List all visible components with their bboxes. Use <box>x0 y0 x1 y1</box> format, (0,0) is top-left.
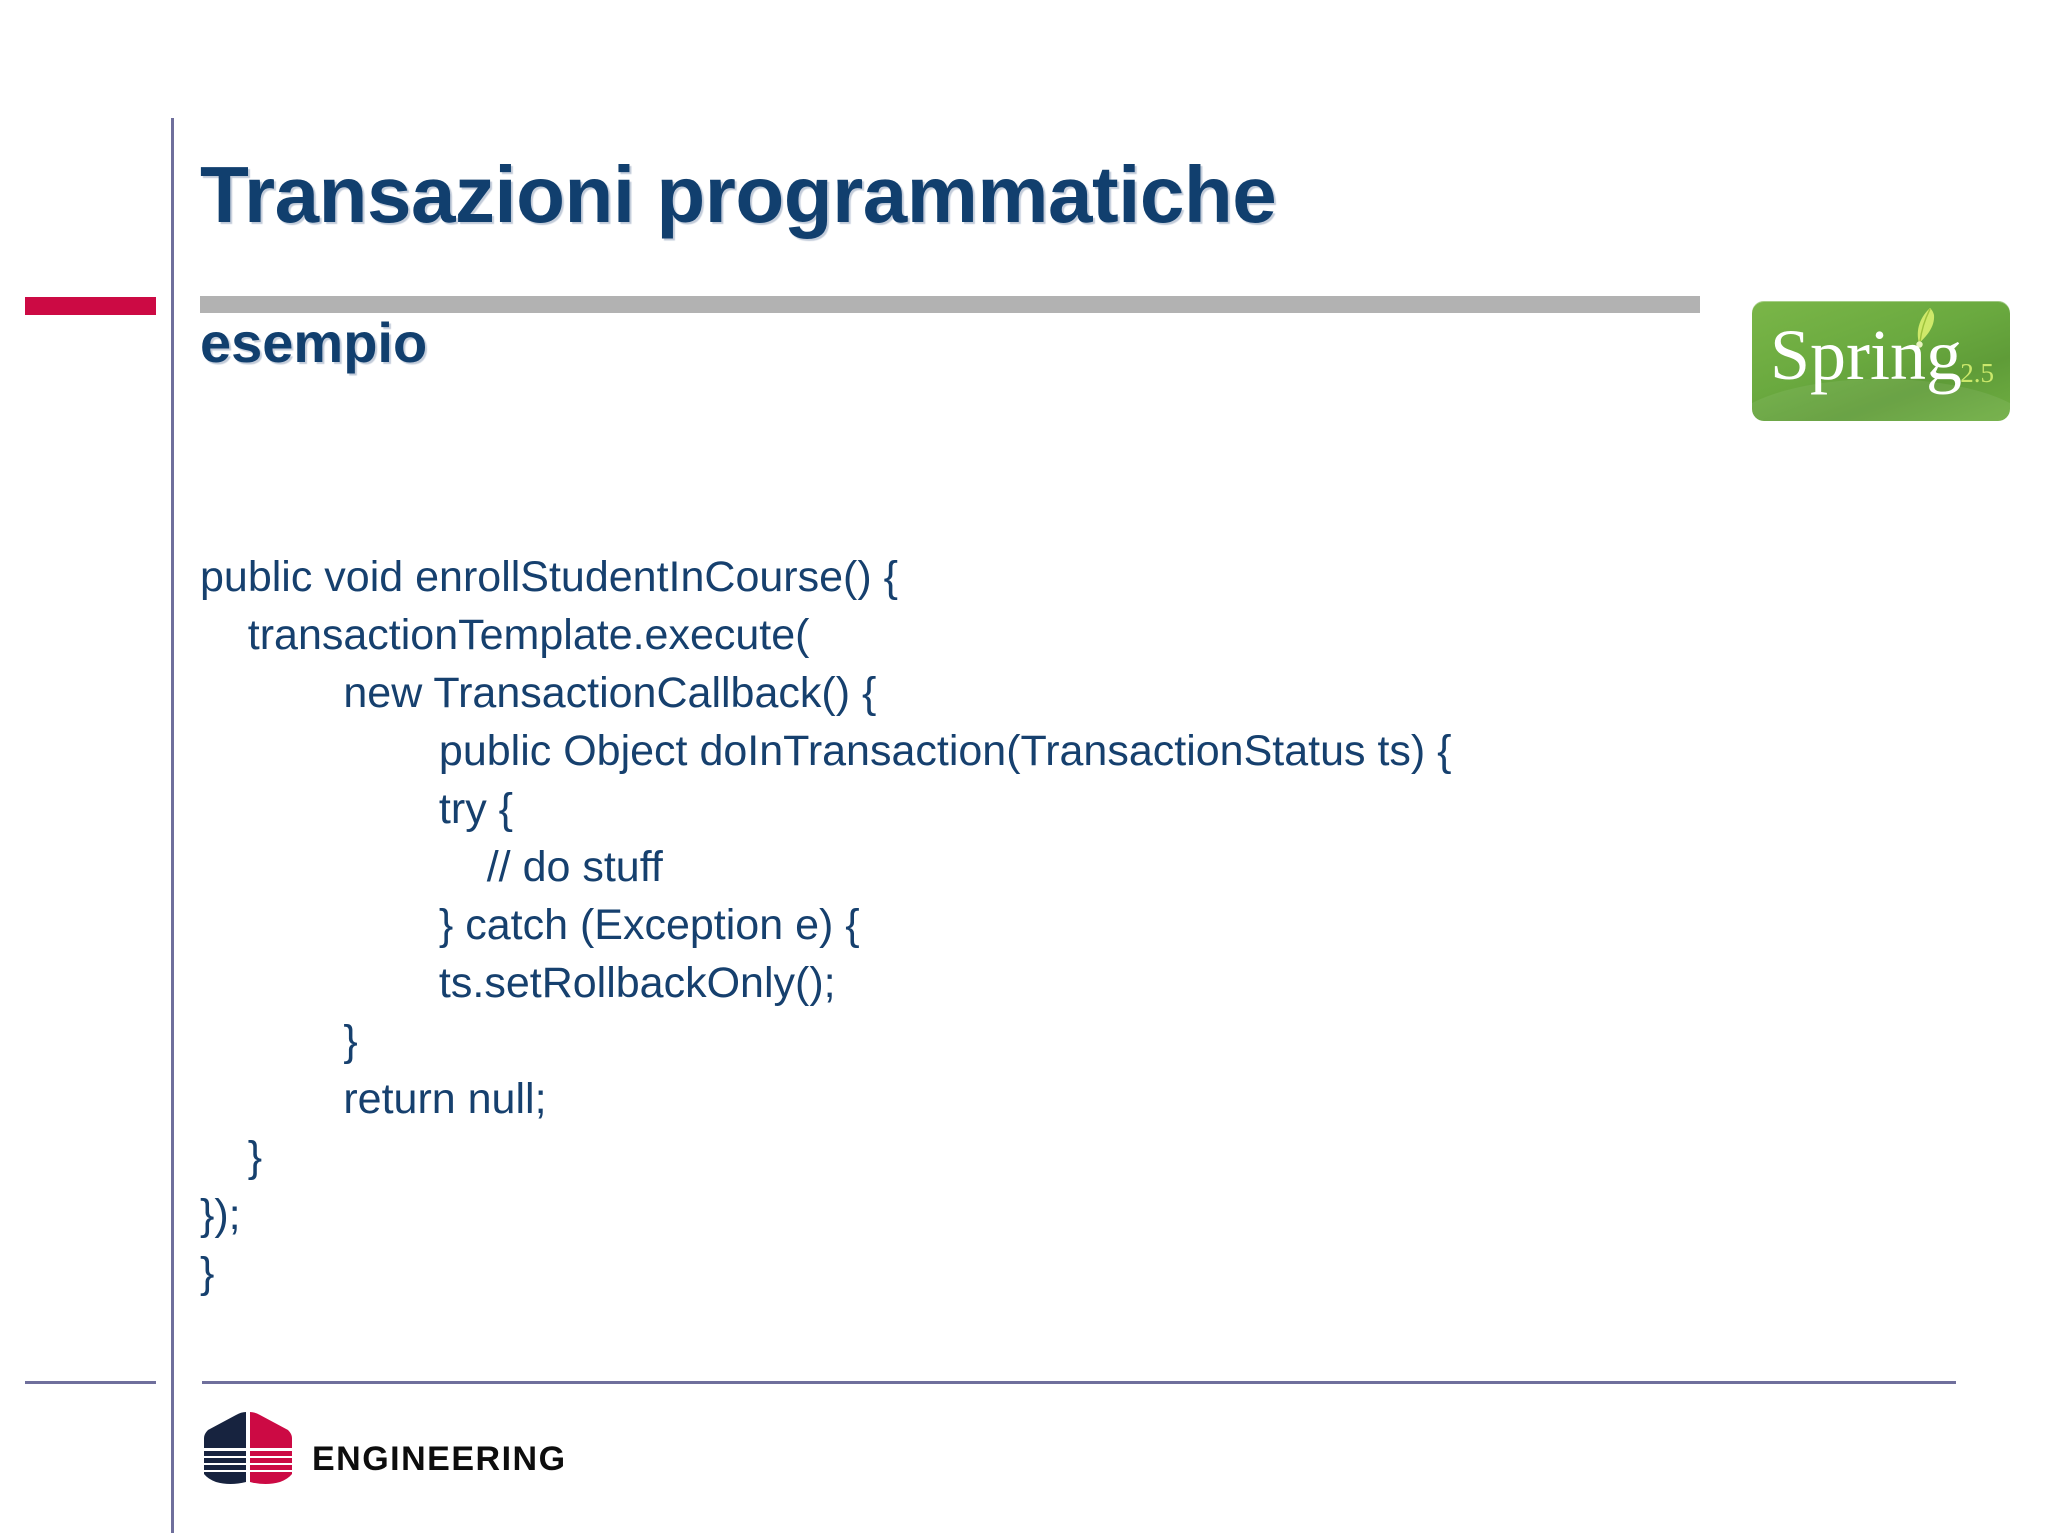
footer-rule-left <box>25 1381 156 1384</box>
code-line: return null; <box>200 1075 547 1123</box>
code-block: public void enrollStudentInCourse() { tr… <box>200 548 1900 1302</box>
code-line: public Object doInTransaction(Transactio… <box>200 727 1452 775</box>
engineering-wordmark: ENGINEERING <box>312 1440 567 1478</box>
page-subtitle: esempio <box>200 311 428 374</box>
code-line: public void enrollStudentInCourse() { <box>200 553 898 601</box>
page-title: Transazioni programmatiche <box>200 150 1277 239</box>
engineering-arch-logo-icon <box>204 1412 292 1484</box>
code-line: } catch (Exception e) { <box>200 901 860 949</box>
code-line: } <box>200 1017 358 1065</box>
spring-logo: Spring 2.5 <box>1752 301 2010 421</box>
title-underline-bar <box>200 296 1700 313</box>
code-line: // do stuff <box>200 843 663 891</box>
left-vertical-rule <box>171 118 174 1533</box>
code-line: ts.setRollbackOnly(); <box>200 959 836 1007</box>
engineering-logo: ENGINEERING <box>200 1408 565 1488</box>
code-line: new TransactionCallback() { <box>200 669 877 717</box>
code-line: try { <box>200 785 514 833</box>
spring-version-label: 2.5 <box>1960 358 1994 388</box>
title-block: Transazioni programmatiche <box>200 155 1720 235</box>
code-line: } <box>200 1133 263 1181</box>
code-line: }); <box>200 1191 241 1239</box>
footer-rule-main <box>202 1381 1956 1384</box>
leaf-icon <box>1916 308 1935 348</box>
red-accent-bar <box>25 297 156 315</box>
code-line: } <box>200 1249 215 1297</box>
spring-wordmark: Spring <box>1770 315 1963 395</box>
code-line: transactionTemplate.execute( <box>200 611 810 659</box>
